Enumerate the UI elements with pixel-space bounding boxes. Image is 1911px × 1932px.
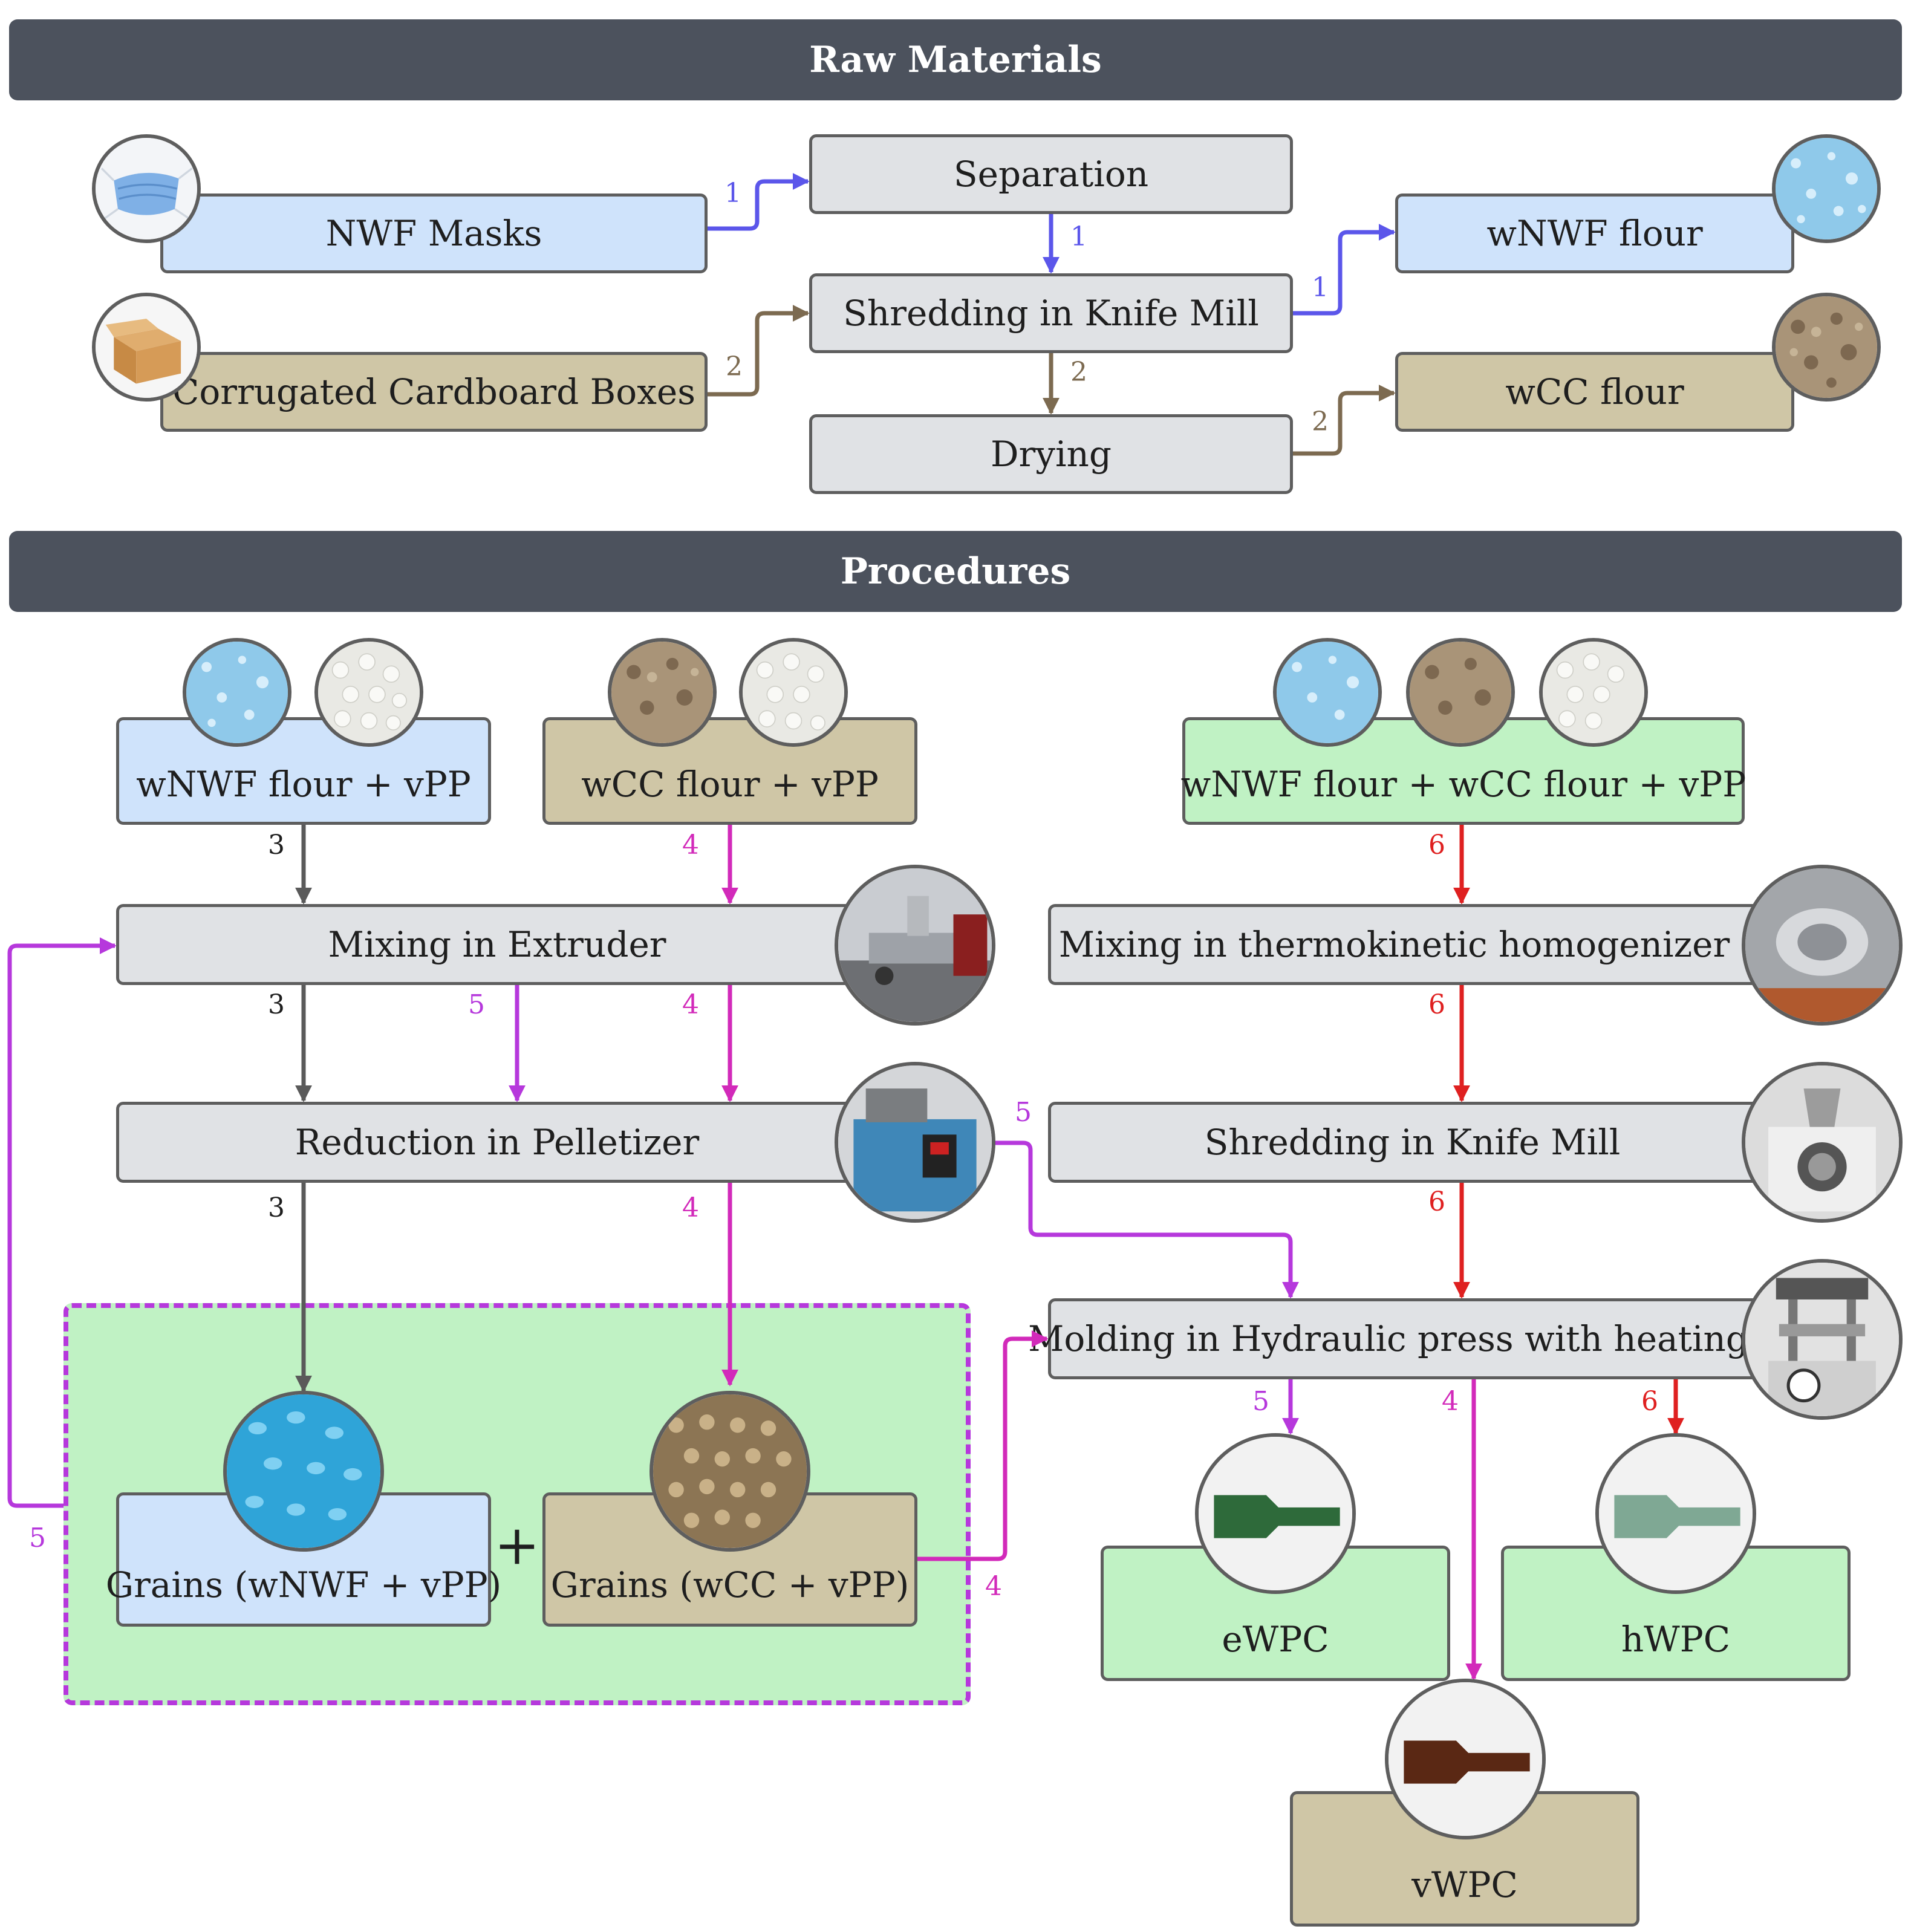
- vpp-pellets-photo-icon: [1539, 638, 1648, 747]
- route-label-4d: 4: [985, 1571, 1002, 1602]
- wcc-flour-box: wCC flour: [1395, 352, 1794, 432]
- route-label-4c: 4: [682, 1192, 699, 1223]
- mixing-thermo-box: Mixing in thermokinetic homogenizer: [1048, 904, 1777, 985]
- route-label-5b: 5: [1015, 1097, 1032, 1128]
- vpp-pellets-photo-icon: [314, 638, 423, 747]
- route-label-6d: 6: [1641, 1386, 1658, 1417]
- route-label-6b: 6: [1428, 989, 1445, 1020]
- route-label-3c: 3: [268, 1192, 285, 1223]
- wcc-flour-photo-icon: [1406, 638, 1515, 747]
- reduction-pelletizer-box: Reduction in Pelletizer: [116, 1102, 975, 1183]
- route-2-cardboard-to-shredding: [708, 305, 810, 397]
- route-label-6c: 6: [1428, 1186, 1445, 1217]
- wnwf-flour-photo-icon: [183, 638, 291, 747]
- route-label-2b: 2: [1070, 357, 1087, 388]
- cardboard-photo-icon: [92, 293, 201, 402]
- pelletizer-photo-icon: [835, 1062, 995, 1223]
- route-label-2c: 2: [1312, 406, 1329, 437]
- route-label-6a: 6: [1428, 830, 1445, 860]
- tan-grains-photo-icon: [649, 1391, 810, 1552]
- route-label-3b: 3: [268, 989, 285, 1020]
- wnwf-flour-photo-icon: [1273, 638, 1382, 747]
- route-label-5a: 5: [468, 989, 485, 1020]
- drying-box: Drying: [809, 414, 1293, 494]
- route-5-group-to-extruder: [7, 937, 117, 1508]
- vwpc-specimen-photo-icon: [1385, 1679, 1546, 1839]
- blue-grains-photo-icon: [223, 1391, 384, 1552]
- wnwf-flour-photo-icon: [1772, 134, 1881, 243]
- cardboard-box: Corrugated Cardboard Boxes: [160, 352, 708, 432]
- vpp-pellets-photo-icon: [739, 638, 848, 747]
- route-5-pelletizer-to-molding: [986, 1140, 1299, 1299]
- wnwf-flour-box: wNWF flour: [1395, 194, 1794, 273]
- route-label-3a: 3: [268, 830, 285, 860]
- wcc-flour-photo-icon: [608, 638, 717, 747]
- route-label-1a: 1: [724, 178, 741, 209]
- molding-box: Molding in Hydraulic press with heating: [1028, 1298, 1777, 1379]
- route-1-shredding-to-wnwf: [1293, 224, 1396, 316]
- route-2-drying-to-wcc: [1293, 385, 1396, 456]
- route-label-4a: 4: [682, 830, 699, 860]
- route-1-masks-to-separation: [708, 173, 810, 231]
- plus-sign: +: [494, 1514, 540, 1577]
- route-4-grains-to-molding: [917, 1330, 1049, 1561]
- mixing-extruder-box: Mixing in Extruder: [116, 904, 975, 985]
- route-label-4b: 4: [682, 989, 699, 1020]
- shredding-box: Shredding in Knife Mill: [809, 273, 1293, 353]
- input-cc-box: wCC flour + vPP: [542, 717, 917, 825]
- shredding-knife-box: Shredding in Knife Mill: [1048, 1102, 1777, 1183]
- extruder-photo-icon: [835, 865, 995, 1026]
- hydraulic-press-photo-icon: [1742, 1259, 1903, 1420]
- route-label-4e: 4: [1442, 1386, 1459, 1417]
- procedures-banner: Procedures: [9, 531, 1902, 612]
- nwf-masks-box: NWF Masks: [160, 194, 708, 273]
- separation-box: Separation: [809, 134, 1293, 214]
- route-label-5d: 5: [29, 1523, 46, 1553]
- homogenizer-photo-icon: [1742, 865, 1903, 1026]
- route-label-1c: 1: [1312, 272, 1329, 303]
- wcc-flour-photo-icon: [1772, 293, 1881, 402]
- hwpc-specimen-photo-icon: [1595, 1433, 1756, 1594]
- knife-mill-photo-icon: [1742, 1062, 1903, 1223]
- route-label-1b: 1: [1070, 221, 1087, 252]
- route-label-2a: 2: [726, 351, 743, 382]
- route-label-5c: 5: [1252, 1386, 1269, 1417]
- mask-photo-icon: [92, 134, 201, 243]
- input-nwf-box: wNWF flour + vPP: [116, 717, 491, 825]
- ewpc-specimen-photo-icon: [1195, 1433, 1356, 1594]
- raw-materials-banner: Raw Materials: [9, 19, 1902, 100]
